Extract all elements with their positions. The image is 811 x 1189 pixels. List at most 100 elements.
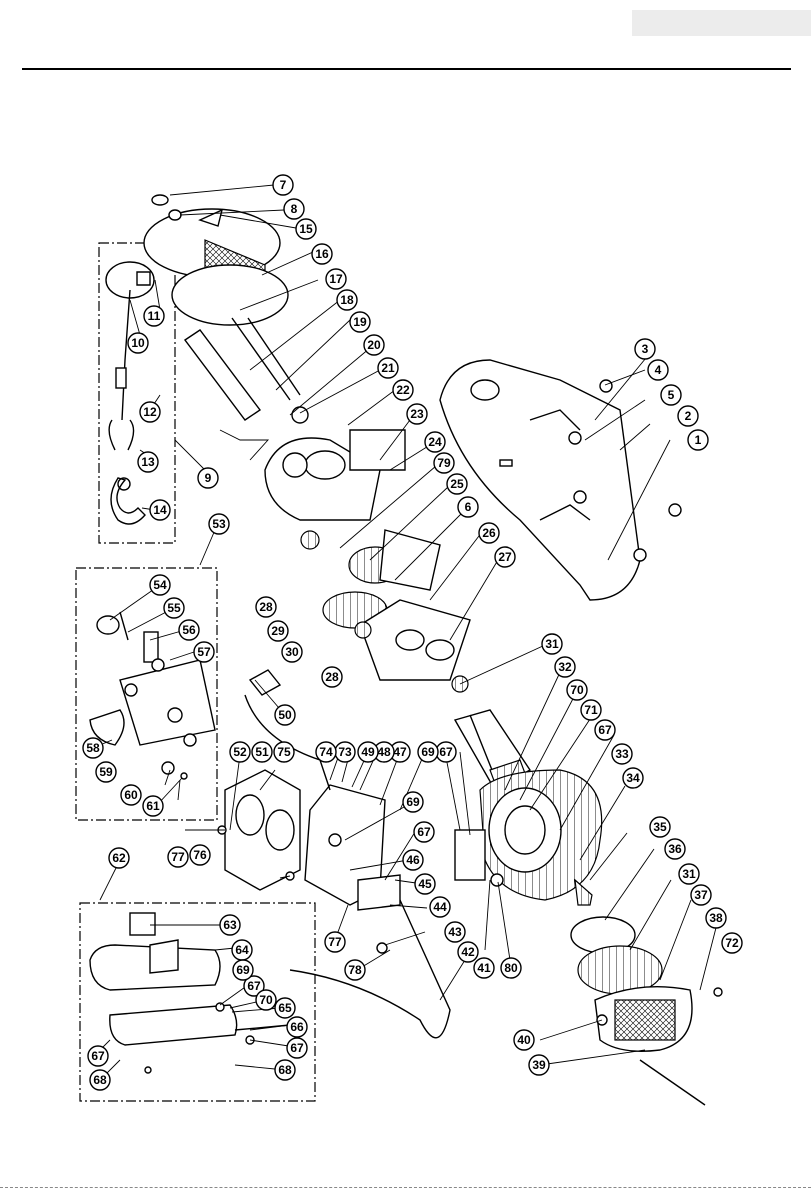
svg-text:67: 67 [598, 723, 612, 737]
svg-text:35: 35 [653, 820, 667, 834]
callout-68-switch-right: 68 [275, 1060, 295, 1080]
svg-text:73: 73 [338, 745, 352, 759]
svg-text:44: 44 [433, 900, 447, 914]
callout-70-switch: 70 [256, 990, 276, 1010]
drum-assembly [106, 195, 308, 460]
callout-68-switch-left: 68 [90, 1070, 110, 1090]
svg-text:70: 70 [570, 683, 584, 697]
svg-text:69: 69 [406, 795, 420, 809]
callout-12: 12 [140, 402, 160, 422]
svg-text:69: 69 [236, 963, 250, 977]
callout-36: 36 [665, 839, 685, 859]
callout-35: 35 [650, 817, 670, 837]
svg-text:12: 12 [143, 405, 157, 419]
callout-59: 59 [96, 762, 116, 782]
callout-75: 75 [274, 742, 294, 762]
svg-text:47: 47 [393, 745, 407, 759]
callout-69-control: 69 [403, 792, 423, 812]
svg-text:51: 51 [255, 745, 269, 759]
svg-text:61: 61 [146, 799, 160, 813]
svg-text:80: 80 [504, 961, 518, 975]
svg-text:46: 46 [406, 853, 420, 867]
callout-52: 52 [230, 742, 250, 762]
hook-and-rope [109, 290, 145, 524]
svg-text:54: 54 [153, 578, 167, 592]
callout-65: 65 [275, 998, 295, 1018]
callout-39: 39 [529, 1055, 549, 1075]
callout-41: 41 [474, 958, 494, 978]
svg-text:13: 13 [141, 455, 155, 469]
svg-text:77: 77 [171, 850, 185, 864]
svg-text:10: 10 [131, 336, 145, 350]
callout-34: 34 [623, 768, 643, 788]
callout-22: 22 [393, 380, 413, 400]
frame-bracket [440, 360, 681, 600]
callout-24: 24 [425, 432, 445, 452]
callout-67-switch-right: 67 [287, 1038, 307, 1058]
callout-63: 63 [220, 915, 240, 935]
callout-79: 79 [434, 453, 454, 473]
callout-77-right: 77 [325, 932, 345, 952]
svg-text:60: 60 [124, 788, 138, 802]
svg-text:37: 37 [694, 888, 708, 902]
callout-28-upper: 28 [256, 597, 276, 617]
svg-text:23: 23 [410, 407, 424, 421]
svg-text:6: 6 [465, 500, 472, 514]
svg-text:36: 36 [668, 842, 682, 856]
callout-76: 76 [190, 845, 210, 865]
callout-46: 46 [403, 850, 423, 870]
callout-27: 27 [495, 547, 515, 567]
svg-text:18: 18 [340, 293, 354, 307]
svg-text:9: 9 [205, 471, 212, 485]
svg-text:43: 43 [448, 925, 462, 939]
svg-text:71: 71 [584, 703, 598, 717]
svg-text:30: 30 [285, 645, 299, 659]
callout-20: 20 [364, 335, 384, 355]
callout-69-motor: 69 [418, 742, 438, 762]
callout-14: 14 [150, 500, 170, 520]
svg-text:58: 58 [86, 741, 100, 755]
callout-8: 8 [284, 199, 304, 219]
svg-text:68: 68 [93, 1073, 107, 1087]
svg-text:57: 57 [197, 645, 211, 659]
callout-67-switch-left: 67 [88, 1046, 108, 1066]
callout-28-lower: 28 [322, 667, 342, 687]
callout-78: 78 [345, 960, 365, 980]
callout-15: 15 [296, 219, 316, 239]
callout-18: 18 [337, 290, 357, 310]
svg-text:22: 22 [396, 383, 410, 397]
motor [455, 710, 722, 1105]
callout-2: 2 [678, 406, 698, 426]
callout-33: 33 [612, 744, 632, 764]
svg-text:4: 4 [655, 363, 662, 377]
svg-text:29: 29 [271, 624, 285, 638]
callout-67-motor-right: 67 [595, 720, 615, 740]
svg-text:24: 24 [428, 435, 442, 449]
svg-text:7: 7 [280, 178, 287, 192]
svg-text:49: 49 [361, 745, 375, 759]
callout-51: 51 [252, 742, 272, 762]
svg-text:79: 79 [437, 456, 451, 470]
callout-5: 5 [661, 385, 681, 405]
svg-text:42: 42 [461, 945, 475, 959]
svg-text:28: 28 [325, 670, 339, 684]
callout-50: 50 [275, 705, 295, 725]
callout-1: 1 [688, 430, 708, 450]
svg-text:31: 31 [682, 867, 696, 881]
callout-9: 9 [198, 468, 218, 488]
svg-text:53: 53 [212, 517, 226, 531]
svg-text:67: 67 [91, 1049, 105, 1063]
svg-text:67: 67 [439, 745, 453, 759]
callout-72: 72 [722, 933, 742, 953]
callout-66: 66 [287, 1017, 307, 1037]
svg-text:32: 32 [558, 660, 572, 674]
callout-71: 71 [581, 700, 601, 720]
callout-4: 4 [648, 360, 668, 380]
callout-10: 10 [128, 333, 148, 353]
svg-text:14: 14 [153, 503, 167, 517]
svg-text:1: 1 [695, 433, 702, 447]
callout-64: 64 [232, 940, 252, 960]
callout-25: 25 [447, 474, 467, 494]
svg-text:78: 78 [348, 963, 362, 977]
callout-32: 32 [555, 657, 575, 677]
